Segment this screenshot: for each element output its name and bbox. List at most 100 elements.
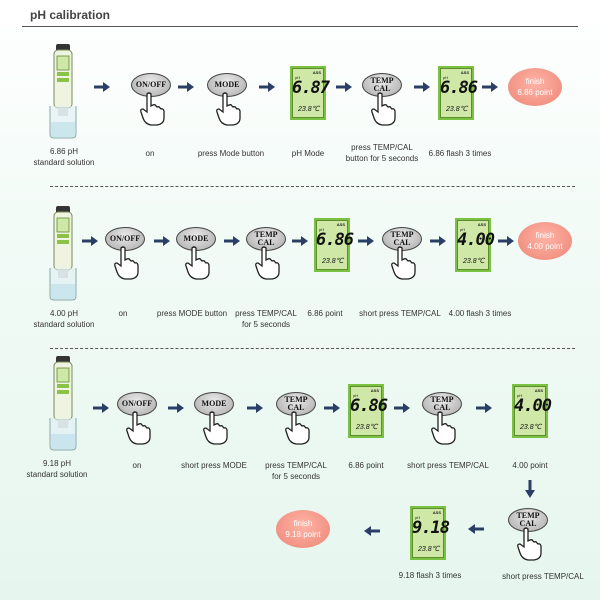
on-off-button[interactable]: ON/OFF — [117, 392, 157, 416]
ph-meter-icon — [49, 356, 77, 451]
finish-badge: finish 6.86 point — [508, 68, 562, 106]
lcd-value: 6.86 — [316, 230, 354, 250]
lcd-display: ASS pH 6.86 23.8℃ — [314, 218, 354, 272]
lcd-value: 6.87 — [292, 78, 330, 98]
arrow-right-icon — [324, 403, 340, 413]
on-off-button[interactable]: ON/OFF — [131, 73, 171, 97]
lcd-temp: 23.8℃ — [446, 106, 468, 113]
pointing-hand-icon — [371, 92, 396, 126]
pointing-hand-icon — [431, 411, 456, 445]
pointing-hand-icon — [255, 246, 280, 280]
arrow-right-icon — [394, 403, 410, 413]
arrow-right-icon — [414, 82, 430, 92]
arrow-right-icon — [358, 236, 374, 246]
finish-label: finish — [293, 519, 313, 528]
lcd-value: 4.00 — [514, 396, 552, 416]
on-caption: on — [145, 149, 155, 158]
lcd-temp: 23.8℃ — [356, 424, 378, 431]
finish-badge: finish 4.00 point — [518, 222, 572, 260]
lcd-unit: pH — [460, 227, 466, 232]
arrow-right-icon — [259, 82, 275, 92]
lcd-value: 6.86 — [440, 78, 478, 98]
on-caption: on — [118, 309, 128, 318]
arrow-right-icon — [168, 403, 184, 413]
arrow-right-icon — [93, 403, 109, 413]
lcd-caption: pH Mode — [291, 149, 325, 158]
arrow-right-icon — [224, 236, 240, 246]
temp-cal-caption: press TEMP/CAL for 5 seconds — [235, 309, 297, 329]
lcd-tag: ASS — [432, 510, 441, 515]
lcd-value: 6.86 — [350, 396, 388, 416]
pointing-hand-icon — [126, 411, 151, 445]
arrow-right-icon — [178, 82, 194, 92]
arrow-right-icon — [430, 236, 446, 246]
lcd-temp: 23.8℃ — [298, 106, 320, 113]
ph-meter-icon — [49, 44, 77, 139]
lcd-display: ASS pH 4.00 23.8℃ — [455, 218, 495, 272]
arrow-left-icon — [364, 526, 380, 536]
finish-label: finish — [535, 231, 555, 240]
solution-label: 4.00 pH standard solution — [33, 309, 95, 329]
lcd-unit: pH — [415, 515, 421, 520]
arrow-right-icon — [82, 236, 98, 246]
lcd-caption: 4.00 point — [512, 461, 548, 470]
solution-label: 6.86 pH standard solution — [33, 147, 95, 167]
lcd-display: ASS pH 9.18 23.8℃ — [410, 506, 450, 560]
lcd-tag: ASS — [370, 388, 379, 393]
temp-cal-caption: short press TEMP/CAL — [359, 309, 441, 318]
lcd-caption: 9.18 flash 3 times — [398, 571, 462, 580]
lcd-tag: ASS — [460, 70, 469, 75]
mode-button[interactable]: MODE — [207, 73, 247, 97]
temp-cal-caption: short press TEMP/CAL — [502, 572, 584, 581]
page-title: pH calibration — [30, 8, 111, 22]
solution-label: 9.18 pH standard solution — [26, 459, 88, 479]
temp-cal-caption: press TEMP/CAL for 5 seconds — [265, 461, 327, 481]
finish-badge: finish 9.18 point — [276, 510, 330, 548]
title-divider — [22, 26, 578, 27]
arrow-right-icon — [482, 82, 498, 92]
temp-cal-caption: short press TEMP/CAL — [407, 461, 489, 470]
lcd-unit: pH — [295, 75, 301, 80]
finish-point: 4.00 point — [527, 242, 563, 251]
row-divider-1 — [50, 186, 575, 187]
lcd-caption: 6.86 point — [348, 461, 384, 470]
lcd-value: 9.18 — [412, 518, 450, 538]
finish-point: 9.18 point — [285, 530, 321, 539]
lcd-unit: pH — [443, 75, 449, 80]
arrow-right-icon — [476, 403, 492, 413]
lcd-tag: ASS — [534, 388, 543, 393]
lcd-caption: 4.00 flash 3 times — [448, 309, 512, 318]
lcd-tag: ASS — [312, 70, 321, 75]
arrow-right-icon — [247, 403, 263, 413]
temp-cal-caption: press TEMP/CAL button for 5 seconds — [345, 143, 419, 163]
lcd-tag: ASS — [477, 222, 486, 227]
mode-caption: press MODE button — [156, 309, 228, 318]
lcd-temp: 23.8℃ — [418, 546, 440, 553]
lcd-temp: 23.8℃ — [322, 258, 344, 265]
lcd-caption: 6.86 point — [307, 309, 343, 318]
pointing-hand-icon — [216, 92, 241, 126]
pointing-hand-icon — [114, 246, 139, 280]
mode-caption: short press MODE — [181, 461, 247, 470]
row-divider-2 — [50, 348, 575, 349]
lcd-value: 4.00 — [457, 230, 495, 250]
on-caption: on — [132, 461, 142, 470]
pointing-hand-icon — [140, 92, 165, 126]
lcd-temp: 23.8℃ — [463, 258, 485, 265]
lcd-display: ASS pH 6.86 23.8℃ — [438, 66, 478, 120]
lcd-unit: pH — [319, 227, 325, 232]
lcd-display: ASS pH 4.00 23.8℃ — [512, 384, 552, 438]
arrow-right-icon — [336, 82, 352, 92]
arrow-right-icon — [94, 82, 110, 92]
mode-caption: press Mode button — [197, 149, 265, 158]
lcd-unit: pH — [517, 393, 523, 398]
pointing-hand-icon — [391, 246, 416, 280]
lcd-tag: ASS — [336, 222, 345, 227]
pointing-hand-icon — [203, 411, 228, 445]
arrow-right-icon — [154, 236, 170, 246]
